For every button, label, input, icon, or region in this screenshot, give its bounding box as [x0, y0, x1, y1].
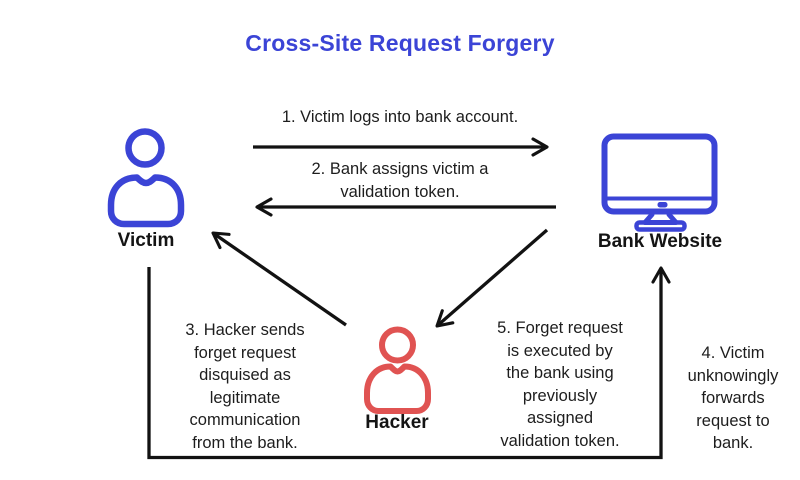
- step1-text: 1. Victim logs into bank account.: [281, 108, 519, 126]
- step2-text: 2. Bank assigns victim a validation toke…: [311, 160, 489, 201]
- page-title: Cross-Site Request Forgery: [245, 30, 555, 56]
- bank-website-label: Bank Website: [597, 231, 723, 252]
- victim-label: Victim: [117, 230, 175, 251]
- step4-text: 4. Victim unknowingly forwards request t…: [687, 344, 779, 452]
- hacker-label: Hacker: [365, 412, 429, 433]
- arrow-step4: [147, 266, 671, 460]
- step3-text: 3. Hacker sends forget request disquised…: [185, 321, 305, 452]
- bank-website-monitor-icon: [601, 133, 718, 232]
- arrow-step5: [435, 228, 549, 328]
- hacker-person-icon: [364, 326, 431, 414]
- victim-person-icon: [107, 128, 185, 228]
- arrow-step3: [211, 231, 347, 327]
- step5-text: 5. Forget request is executed by the ban…: [497, 319, 623, 450]
